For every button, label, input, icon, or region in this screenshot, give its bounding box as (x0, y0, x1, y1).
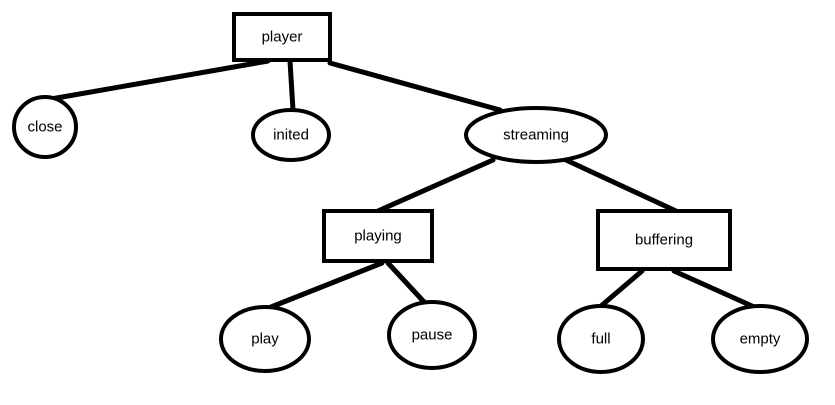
node-streaming: streaming (464, 106, 608, 164)
node-player-label: player (262, 29, 303, 46)
node-close-label: close (27, 119, 62, 136)
node-buffering-label: buffering (635, 232, 693, 249)
node-play-ellipse (219, 305, 311, 373)
diagram-nodes: player close inited streaming playing bufferi… (12, 12, 809, 374)
node-full-ellipse (557, 304, 645, 374)
node-buffering-box (596, 209, 732, 271)
node-buffering: buffering (596, 209, 732, 271)
node-streaming-ellipse (464, 106, 608, 164)
edge-buffering-to-full (598, 268, 645, 309)
node-full-label: full (591, 331, 610, 348)
node-inited-label: inited (273, 127, 309, 144)
node-pause-ellipse (387, 300, 477, 370)
diagram-edges (25, 58, 755, 310)
node-pause-label: pause (412, 327, 453, 344)
node-pause: pause (387, 300, 477, 370)
node-play: play (219, 305, 311, 373)
edge-playing-to-pause (385, 260, 428, 306)
edge-buffering-to-empty (671, 268, 755, 309)
node-empty-ellipse (711, 304, 809, 374)
edge-player-to-streaming (327, 60, 503, 113)
node-inited: inited (251, 108, 331, 162)
node-playing: playing (322, 209, 434, 263)
node-player: player (232, 12, 332, 62)
node-empty-label: empty (740, 331, 781, 348)
node-inited-ellipse (251, 108, 331, 162)
edge-streaming-to-playing (375, 157, 496, 214)
node-full: full (557, 304, 645, 374)
node-close: close (12, 95, 78, 159)
node-play-label: play (251, 331, 279, 348)
edge-playing-to-play (268, 260, 385, 310)
node-playing-box (322, 209, 434, 263)
node-player-box (232, 12, 332, 62)
node-streaming-label: streaming (503, 127, 569, 144)
edge-streaming-to-buffering (563, 157, 679, 214)
node-playing-label: playing (354, 228, 402, 245)
edge-player-to-close (25, 58, 271, 106)
node-empty: empty (711, 304, 809, 374)
edge-player-to-inited (287, 58, 296, 113)
node-close-ellipse (12, 95, 78, 159)
